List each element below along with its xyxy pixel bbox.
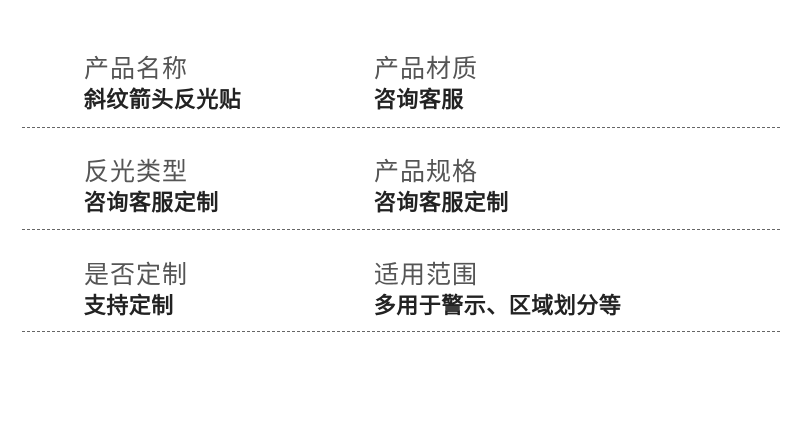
dashed-divider [22,127,780,128]
spec-item-reflective-type: 反光类型 咨询客服定制 [84,157,219,217]
spec-value: 咨询客服定制 [84,191,220,216]
spec-label: 反光类型 [84,157,189,186]
spec-value: 斜纹箭头反光贴 [84,88,242,113]
spec-label: 是否定制 [84,260,189,289]
spec-item-product-name: 产品名称 斜纹箭头反光贴 [84,54,242,114]
spec-label: 产品名称 [84,54,189,83]
spec-label: 产品材质 [374,54,479,83]
spec-label: 适用范围 [374,260,479,289]
spec-value: 支持定制 [84,294,175,319]
spec-item-product-material: 产品材质 咨询客服 [374,54,478,114]
spec-item-product-spec: 产品规格 咨询客服定制 [374,157,509,217]
spec-value: 咨询客服定制 [374,191,510,216]
spec-value: 多用于警示、区域划分等 [374,294,622,319]
spec-value: 咨询客服 [374,88,465,113]
dashed-divider [22,229,780,230]
dashed-divider [22,331,780,332]
spec-item-application-scope: 适用范围 多用于警示、区域划分等 [374,260,622,320]
spec-label: 产品规格 [374,157,479,186]
spec-item-customizable: 是否定制 支持定制 [84,260,188,320]
